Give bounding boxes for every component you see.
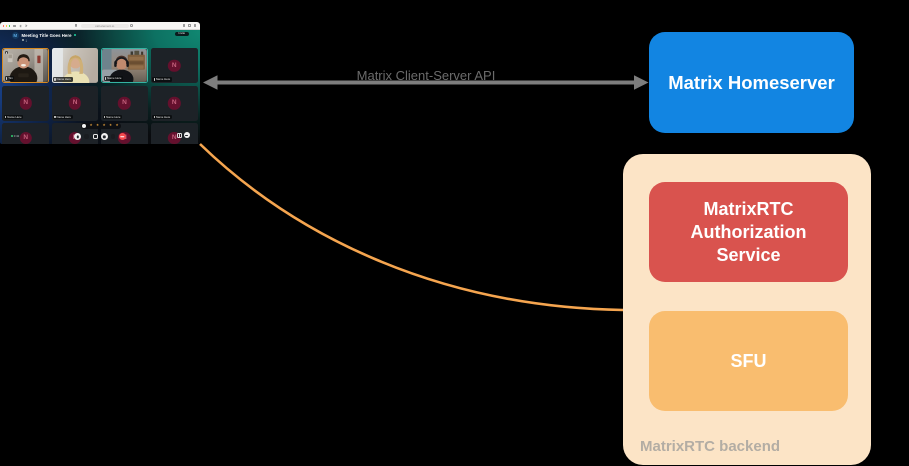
backend-label: MatrixRTC backend xyxy=(640,438,781,455)
avatar: N xyxy=(168,97,181,110)
participant-name: Name Here xyxy=(102,114,122,120)
participant-name: Name Here xyxy=(3,114,24,120)
video-tile-1[interactable]: Tim xyxy=(2,48,50,84)
video-tile-4[interactable]: N Name Here xyxy=(150,48,198,84)
video-feed xyxy=(51,48,99,84)
video-tile-2[interactable]: Name Here xyxy=(51,48,99,84)
reaction-emoji[interactable]: ★ xyxy=(102,122,106,127)
address-bar[interactable]: call.element.io xyxy=(81,23,129,28)
avatar: N xyxy=(68,97,82,110)
participant-name: Tim xyxy=(4,76,15,81)
call-status: 0:42 xyxy=(11,134,19,138)
auth-service-box[interactable]: MatrixRTC Authorization Service xyxy=(649,182,848,282)
participant-name: Name Here xyxy=(53,77,73,82)
reaction-emoji[interactable]: ★ xyxy=(115,122,119,127)
call-app: M Meeting Title Goes Here 1 Invite xyxy=(0,29,200,144)
tabs-icon[interactable] xyxy=(193,24,197,27)
status-text: 0:42 xyxy=(13,133,20,138)
link-icon xyxy=(73,33,77,37)
reaction-emoji[interactable]: ★ xyxy=(89,122,93,127)
shield-icon xyxy=(75,24,78,27)
matrix-homeserver-box[interactable]: Matrix Homeserver xyxy=(649,32,854,133)
mic-muted-icon xyxy=(4,50,9,55)
auth-service-label: MatrixRTC Authorization Service xyxy=(690,198,807,265)
video-tile-8[interactable]: N Name Here xyxy=(150,85,198,121)
status-dot-icon xyxy=(11,134,13,137)
reaction-emoji[interactable]: ★ xyxy=(95,122,100,127)
zoom-window-button[interactable] xyxy=(8,25,11,27)
reaction-emoji[interactable]: ★ xyxy=(109,122,113,127)
avatar: N xyxy=(19,97,32,110)
minimize-window-button[interactable] xyxy=(5,25,8,27)
copy-icon xyxy=(21,39,24,42)
reactions-bar[interactable]: ★ ★ ★ ★ ★ xyxy=(80,122,121,129)
participant-count: 1 xyxy=(25,38,28,43)
video-tile-9[interactable]: N xyxy=(2,123,50,144)
download-icon[interactable] xyxy=(182,24,185,27)
browser-chrome: call.element.io xyxy=(0,22,200,30)
participant-name: Name Here xyxy=(53,114,73,120)
sidebar-icon[interactable] xyxy=(13,24,16,27)
room-avatar: M xyxy=(11,31,20,40)
video-tile-6[interactable]: N Name Here xyxy=(51,85,99,121)
arrow-label: Matrix Client-Server API xyxy=(356,67,496,83)
element-call-screenshot: call.element.io M Meeting Title Goes Her… xyxy=(0,22,200,144)
video-feed xyxy=(3,49,49,83)
call-title: Meeting Title Goes Here xyxy=(21,32,72,38)
participant-name: Name Here xyxy=(152,77,172,82)
sfu-label: SFU xyxy=(730,350,767,371)
invite-button[interactable]: Invite xyxy=(175,32,189,37)
participant-name: Name Here xyxy=(152,114,172,120)
homeserver-label: Matrix Homeserver xyxy=(668,72,835,93)
matrixrtc-backend-container[interactable]: MatrixRTC Authorization Service SFU Matr… xyxy=(623,154,871,465)
call-header: M Meeting Title Goes Here 1 Invite xyxy=(0,30,200,48)
sfu-box[interactable]: SFU xyxy=(649,311,848,411)
avatar: N xyxy=(118,97,131,110)
avatar: N xyxy=(168,59,181,73)
video-tile-7[interactable]: N Name Here xyxy=(101,85,148,121)
avatar: N xyxy=(19,131,32,144)
close-window-button[interactable] xyxy=(2,25,5,27)
raise-hand-button[interactable] xyxy=(81,123,87,128)
video-tile-3[interactable]: Name Here xyxy=(101,48,148,84)
video-tile-5[interactable]: N Name Here xyxy=(2,85,50,121)
participant-name: Name Here xyxy=(103,76,123,81)
share-icon[interactable] xyxy=(188,24,191,27)
reload-icon[interactable] xyxy=(130,24,133,27)
